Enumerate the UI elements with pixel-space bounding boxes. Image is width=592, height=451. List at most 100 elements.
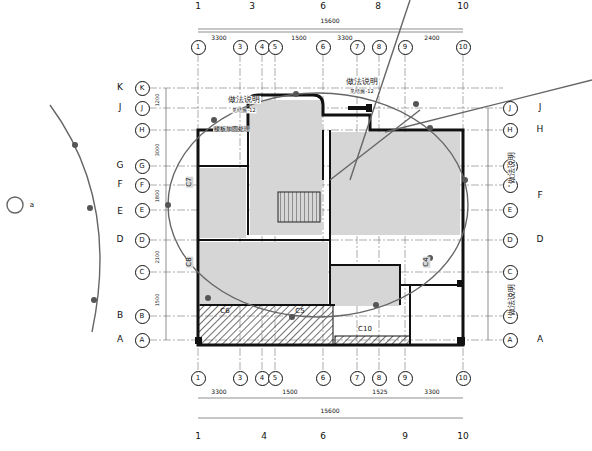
axis-bubble: 7: [350, 371, 365, 386]
axis-label: 10: [459, 44, 468, 51]
axis-label: G: [139, 163, 144, 170]
note-text: 做法说明: [345, 78, 379, 86]
axis-letter: J: [538, 103, 543, 112]
axis-label: 4: [260, 375, 264, 382]
axis-bubble: E: [503, 203, 518, 218]
room-tag: C5: [294, 308, 305, 315]
axis-label: F: [140, 182, 144, 189]
dimension-text: 1500: [290, 35, 307, 41]
stair: [278, 192, 320, 222]
axis-bubble: 8: [372, 40, 387, 55]
axis-label: 7: [355, 44, 359, 51]
axis-bubble: 3: [233, 371, 248, 386]
note-text: 做法说明: [227, 96, 261, 104]
dimension-lines: [166, 29, 488, 418]
axis-bubble: A: [503, 333, 518, 348]
axis-letter: D: [536, 235, 545, 244]
axis-label: 3: [238, 375, 242, 382]
dimension-text: 1500: [155, 293, 160, 308]
dimension-text: 3300: [423, 389, 440, 395]
dimension-text: 1500: [281, 389, 298, 395]
axis-letter: 1: [194, 432, 202, 441]
axis-bubble: 10: [456, 40, 471, 55]
room-tag: C6: [219, 308, 230, 315]
axis-bubble: 6: [316, 371, 331, 386]
dimension-text: 3300: [336, 35, 353, 41]
axis-letter: D: [116, 235, 125, 244]
axis-bubble: J: [503, 101, 518, 116]
axis-letter: 10: [456, 2, 469, 11]
axis-label: 7: [355, 375, 359, 382]
axis-label: C: [508, 269, 513, 276]
axis-bubble: C: [135, 265, 150, 280]
axis-bubble: G: [135, 159, 150, 174]
axis-label: H: [139, 127, 144, 134]
axis-bubble: 1: [191, 371, 206, 386]
dimension-text: 15600: [319, 408, 340, 414]
axis-bubble: C: [503, 265, 518, 280]
axis-label: E: [508, 207, 512, 214]
axis-bubble: A: [135, 333, 150, 348]
axis-bubble: 8: [372, 371, 387, 386]
axis-label: J: [509, 105, 511, 112]
axis-bubble: K: [135, 81, 150, 96]
axis-bubble: H: [135, 123, 150, 138]
axis-label: K: [140, 85, 145, 92]
axis-label: 6: [321, 44, 325, 51]
dimension-text: 3300: [210, 389, 227, 395]
room-tag: C8: [186, 256, 193, 267]
axis-label: 6: [321, 375, 325, 382]
axis-letter: 8: [374, 2, 382, 11]
axis-label: 5: [273, 375, 277, 382]
axis-label: C: [140, 269, 145, 276]
axis-bubble: 10: [456, 371, 471, 386]
note-text: 见结施-12: [349, 89, 374, 94]
axis-bubble: H: [503, 123, 518, 138]
axis-letter: H: [536, 125, 545, 134]
room-tag: C4: [423, 256, 430, 267]
axis-label: 9: [403, 375, 407, 382]
axis-label: D: [139, 237, 144, 244]
axis-letter: 6: [319, 2, 327, 11]
axis-bubble: 1: [191, 40, 206, 55]
axis-letter: F: [536, 191, 543, 200]
cloud-dots: [72, 91, 468, 320]
axis-bubble: D: [503, 233, 518, 248]
room-tag: C10: [357, 326, 373, 333]
axis-bubble: 7: [350, 40, 365, 55]
axis-letter: F: [116, 180, 123, 189]
axis-letter: 9: [401, 432, 409, 441]
axis-letter: 3: [248, 2, 256, 11]
note-text: 见结施-12: [231, 108, 256, 113]
axis-label: A: [508, 337, 513, 344]
axis-letter: J: [118, 103, 123, 112]
axis-bubble: J: [135, 101, 150, 116]
dimension-text: 1800: [155, 189, 160, 204]
columns: [195, 104, 465, 345]
axis-bubble: 5: [268, 371, 283, 386]
hatched-slab: [198, 305, 333, 345]
axis-letter: 4: [260, 432, 268, 441]
axis-bubble: D: [135, 233, 150, 248]
axis-letter: 1: [194, 2, 202, 11]
dimension-text: 3300: [210, 35, 227, 41]
axis-bubble: 5: [268, 40, 283, 55]
axis-label: A: [140, 337, 145, 344]
axis-letter: K: [116, 83, 124, 92]
axis-label: E: [140, 207, 144, 214]
axis-bubble: E: [135, 203, 150, 218]
axis-label: B: [140, 313, 145, 320]
axis-label: 9: [403, 44, 407, 51]
axis-label: 1: [196, 375, 200, 382]
axis-letter: 6: [319, 432, 327, 441]
axis-label: 1: [196, 44, 200, 51]
dimension-text: 3000: [155, 143, 160, 158]
room-tag: C7: [186, 176, 193, 187]
axis-letter: G: [116, 161, 125, 170]
axis-bubble: 9: [398, 371, 413, 386]
axis-label: H: [507, 127, 512, 134]
axis-bubble: F: [135, 178, 150, 193]
axis-letter: A: [116, 335, 124, 344]
axis-letter: B: [116, 311, 124, 320]
